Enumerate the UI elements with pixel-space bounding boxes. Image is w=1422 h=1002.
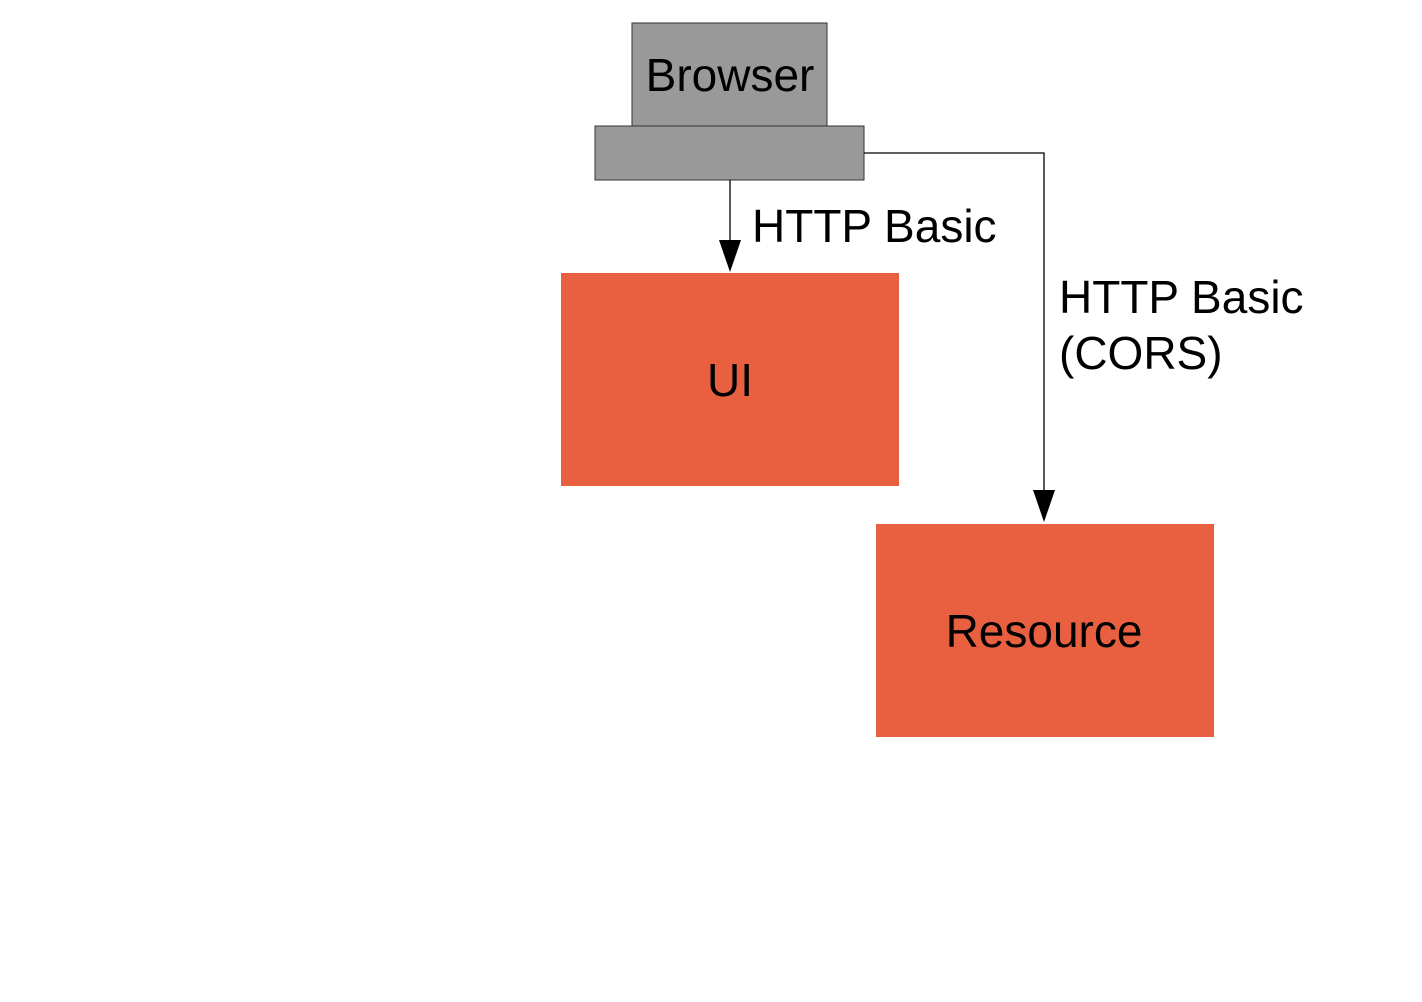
edge-browser-to-ui: HTTP Basic <box>719 180 997 272</box>
resource-node: Resource <box>876 524 1214 737</box>
ui-node: UI <box>561 273 899 486</box>
resource-box <box>876 524 1214 737</box>
browser-node: Browser <box>594 22 865 181</box>
edge-browser-to-ui-label: HTTP Basic <box>752 200 997 252</box>
browser-screen <box>631 22 828 127</box>
edge-browser-to-resource-label-line2: (CORS) <box>1059 327 1223 379</box>
edge-browser-to-resource: HTTP Basic (CORS) <box>864 152 1304 522</box>
edge-browser-to-resource-line <box>864 152 1045 492</box>
edge-browser-to-resource-arrowhead <box>1033 490 1055 522</box>
resource-label: Resource <box>946 605 1143 657</box>
ui-box <box>561 273 899 486</box>
edge-browser-to-ui-arrowhead <box>719 240 741 272</box>
ui-label: UI <box>707 354 753 406</box>
browser-label: Browser <box>646 49 815 101</box>
edge-browser-to-resource-label-line1: HTTP Basic <box>1059 271 1304 323</box>
browser-base <box>594 125 865 181</box>
